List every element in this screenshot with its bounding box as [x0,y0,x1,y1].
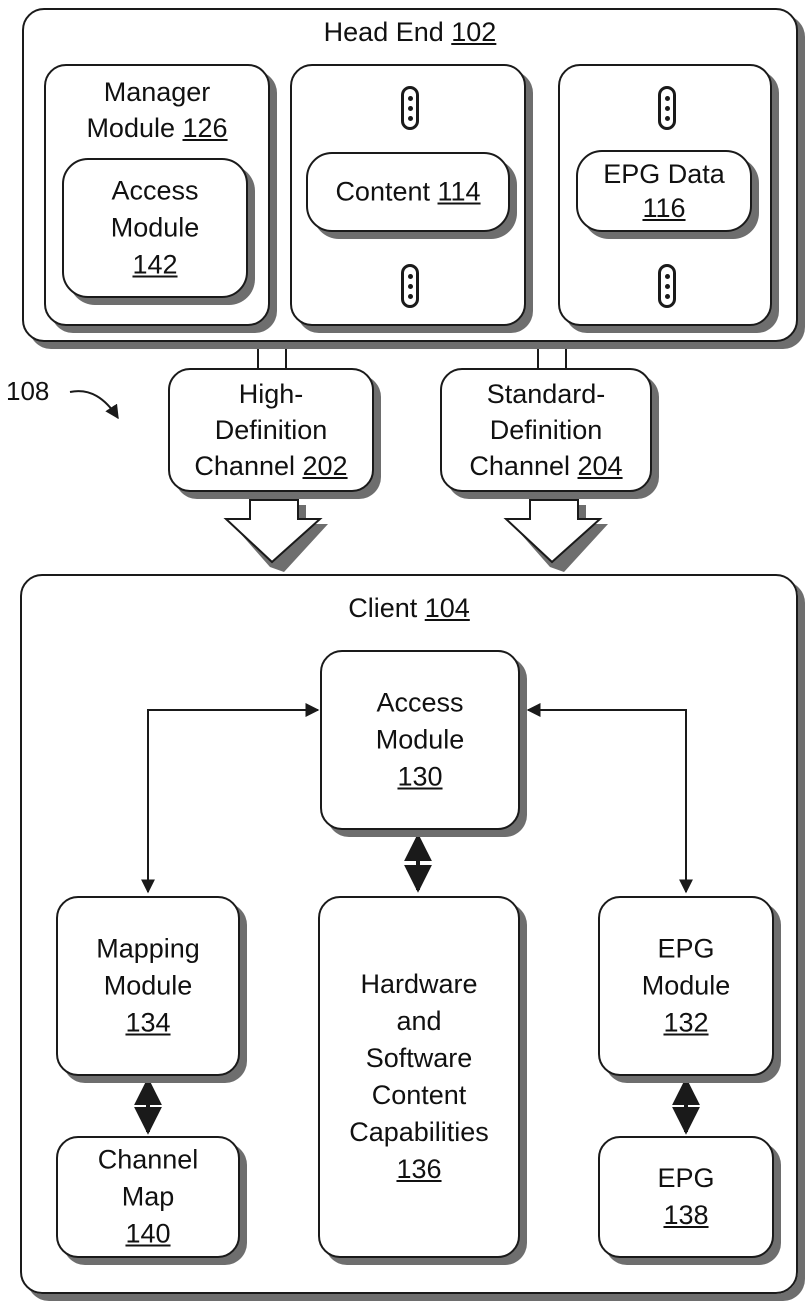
access-module-head-box: Access Module 142 [62,158,248,298]
mapping-text: Mapping Module 134 [58,931,238,1042]
access-client-l2: Module [375,724,465,755]
mapping-l1: Mapping [96,933,200,964]
manager-sub: Module [86,113,183,143]
client-ref: 104 [424,593,470,623]
hd-ref: 202 [302,451,348,481]
access-client-l1: Access [376,687,464,718]
head-end-title: Head End 102 [24,16,796,48]
arrow-hd-to-client-face [223,499,323,564]
hd-l3: Channel [194,451,303,481]
hd-l1: High- [238,379,304,409]
sd-ref: 204 [577,451,623,481]
manager-module-title: Manager Module 126 [46,74,268,146]
epg-module-l2: Module [641,970,731,1001]
ref-108-label: 108 [6,376,50,406]
hw-l5: Capabilities [349,1117,489,1147]
access-head-ref: 142 [132,249,178,280]
channel-map-l2: Map [121,1181,175,1212]
channel-map-ref: 140 [125,1218,171,1249]
hw-sw-capabilities-box: Hardware and Software Content Capabiliti… [318,896,520,1258]
arrow-sd-to-client-face [503,499,603,564]
epg-module-ref: 132 [663,1007,709,1038]
mapping-ref: 134 [125,1007,171,1038]
hd-channel-box: High- Definition Channel 202 [168,368,374,492]
pipe-sd [537,341,567,371]
head-end-ref: 102 [451,17,497,47]
epg-box: EPG 138 [598,1136,774,1258]
epg-text: EPG 138 [600,1160,772,1234]
head-end-label: Head End [323,17,452,47]
hd-l2: Definition [214,415,328,445]
epg-data-box: EPG Data 116 [576,150,752,232]
hw-sw-text: Hardware and Software Content Capabiliti… [320,966,518,1188]
sd-channel-box: Standard- Definition Channel 204 [440,368,652,492]
channel-map-l1: Channel [97,1144,199,1175]
hw-l3: Software [365,1043,473,1073]
hw-l4: Content [371,1080,467,1110]
manager-ref: 126 [182,113,228,143]
access-module-head-text: Access Module 142 [64,173,246,284]
manager-label: Manager [103,77,211,107]
client-label: Client [348,593,425,623]
sd-channel-text: Standard- Definition Channel 204 [442,376,650,484]
sd-l1: Standard- [486,379,606,409]
access-module-client-box: Access Module 130 [320,650,520,830]
client-title: Client 104 [22,592,796,624]
epg-data-text: EPG Data 116 [578,157,750,225]
access-head-l2: Module [110,212,200,243]
hw-l1: Hardware [360,969,478,999]
content-text: Content 114 [308,174,508,211]
ellipsis-icon [658,86,676,130]
epg-module-l1: EPG [657,933,715,964]
epg-ref: 138 [663,1200,709,1230]
content-label: Content [335,176,438,207]
hw-ref: 136 [396,1154,442,1184]
client-box: Client 104 [20,574,798,1294]
channel-map-text: Channel Map 140 [58,1142,238,1253]
access-head-l1: Access [111,175,199,206]
ellipsis-icon [401,264,419,308]
hd-channel-text: High- Definition Channel 202 [170,376,372,484]
content-box: Content 114 [306,152,510,232]
epg-l1: EPG [657,1163,715,1193]
ellipsis-icon [658,264,676,308]
hw-l2: and [396,1006,442,1036]
channel-map-box: Channel Map 140 [56,1136,240,1258]
access-client-text: Access Module 130 [322,685,518,796]
epg-module-text: EPG Module 132 [600,931,772,1042]
link-access-mapping [141,703,320,894]
content-ref: 114 [437,176,481,207]
epg-module-box: EPG Module 132 [598,896,774,1076]
sd-l2: Definition [489,415,603,445]
mapping-l2: Module [103,970,193,1001]
epg-data-label: EPG Data [603,159,725,189]
sd-l3: Channel [469,451,578,481]
epg-data-ref: 116 [642,193,686,223]
access-client-ref: 130 [397,761,443,792]
ref-108-pointer [69,390,119,420]
link-access-epgmodule [526,703,693,894]
mapping-module-box: Mapping Module 134 [56,896,240,1076]
ellipsis-icon [401,86,419,130]
pipe-hd [257,341,287,371]
